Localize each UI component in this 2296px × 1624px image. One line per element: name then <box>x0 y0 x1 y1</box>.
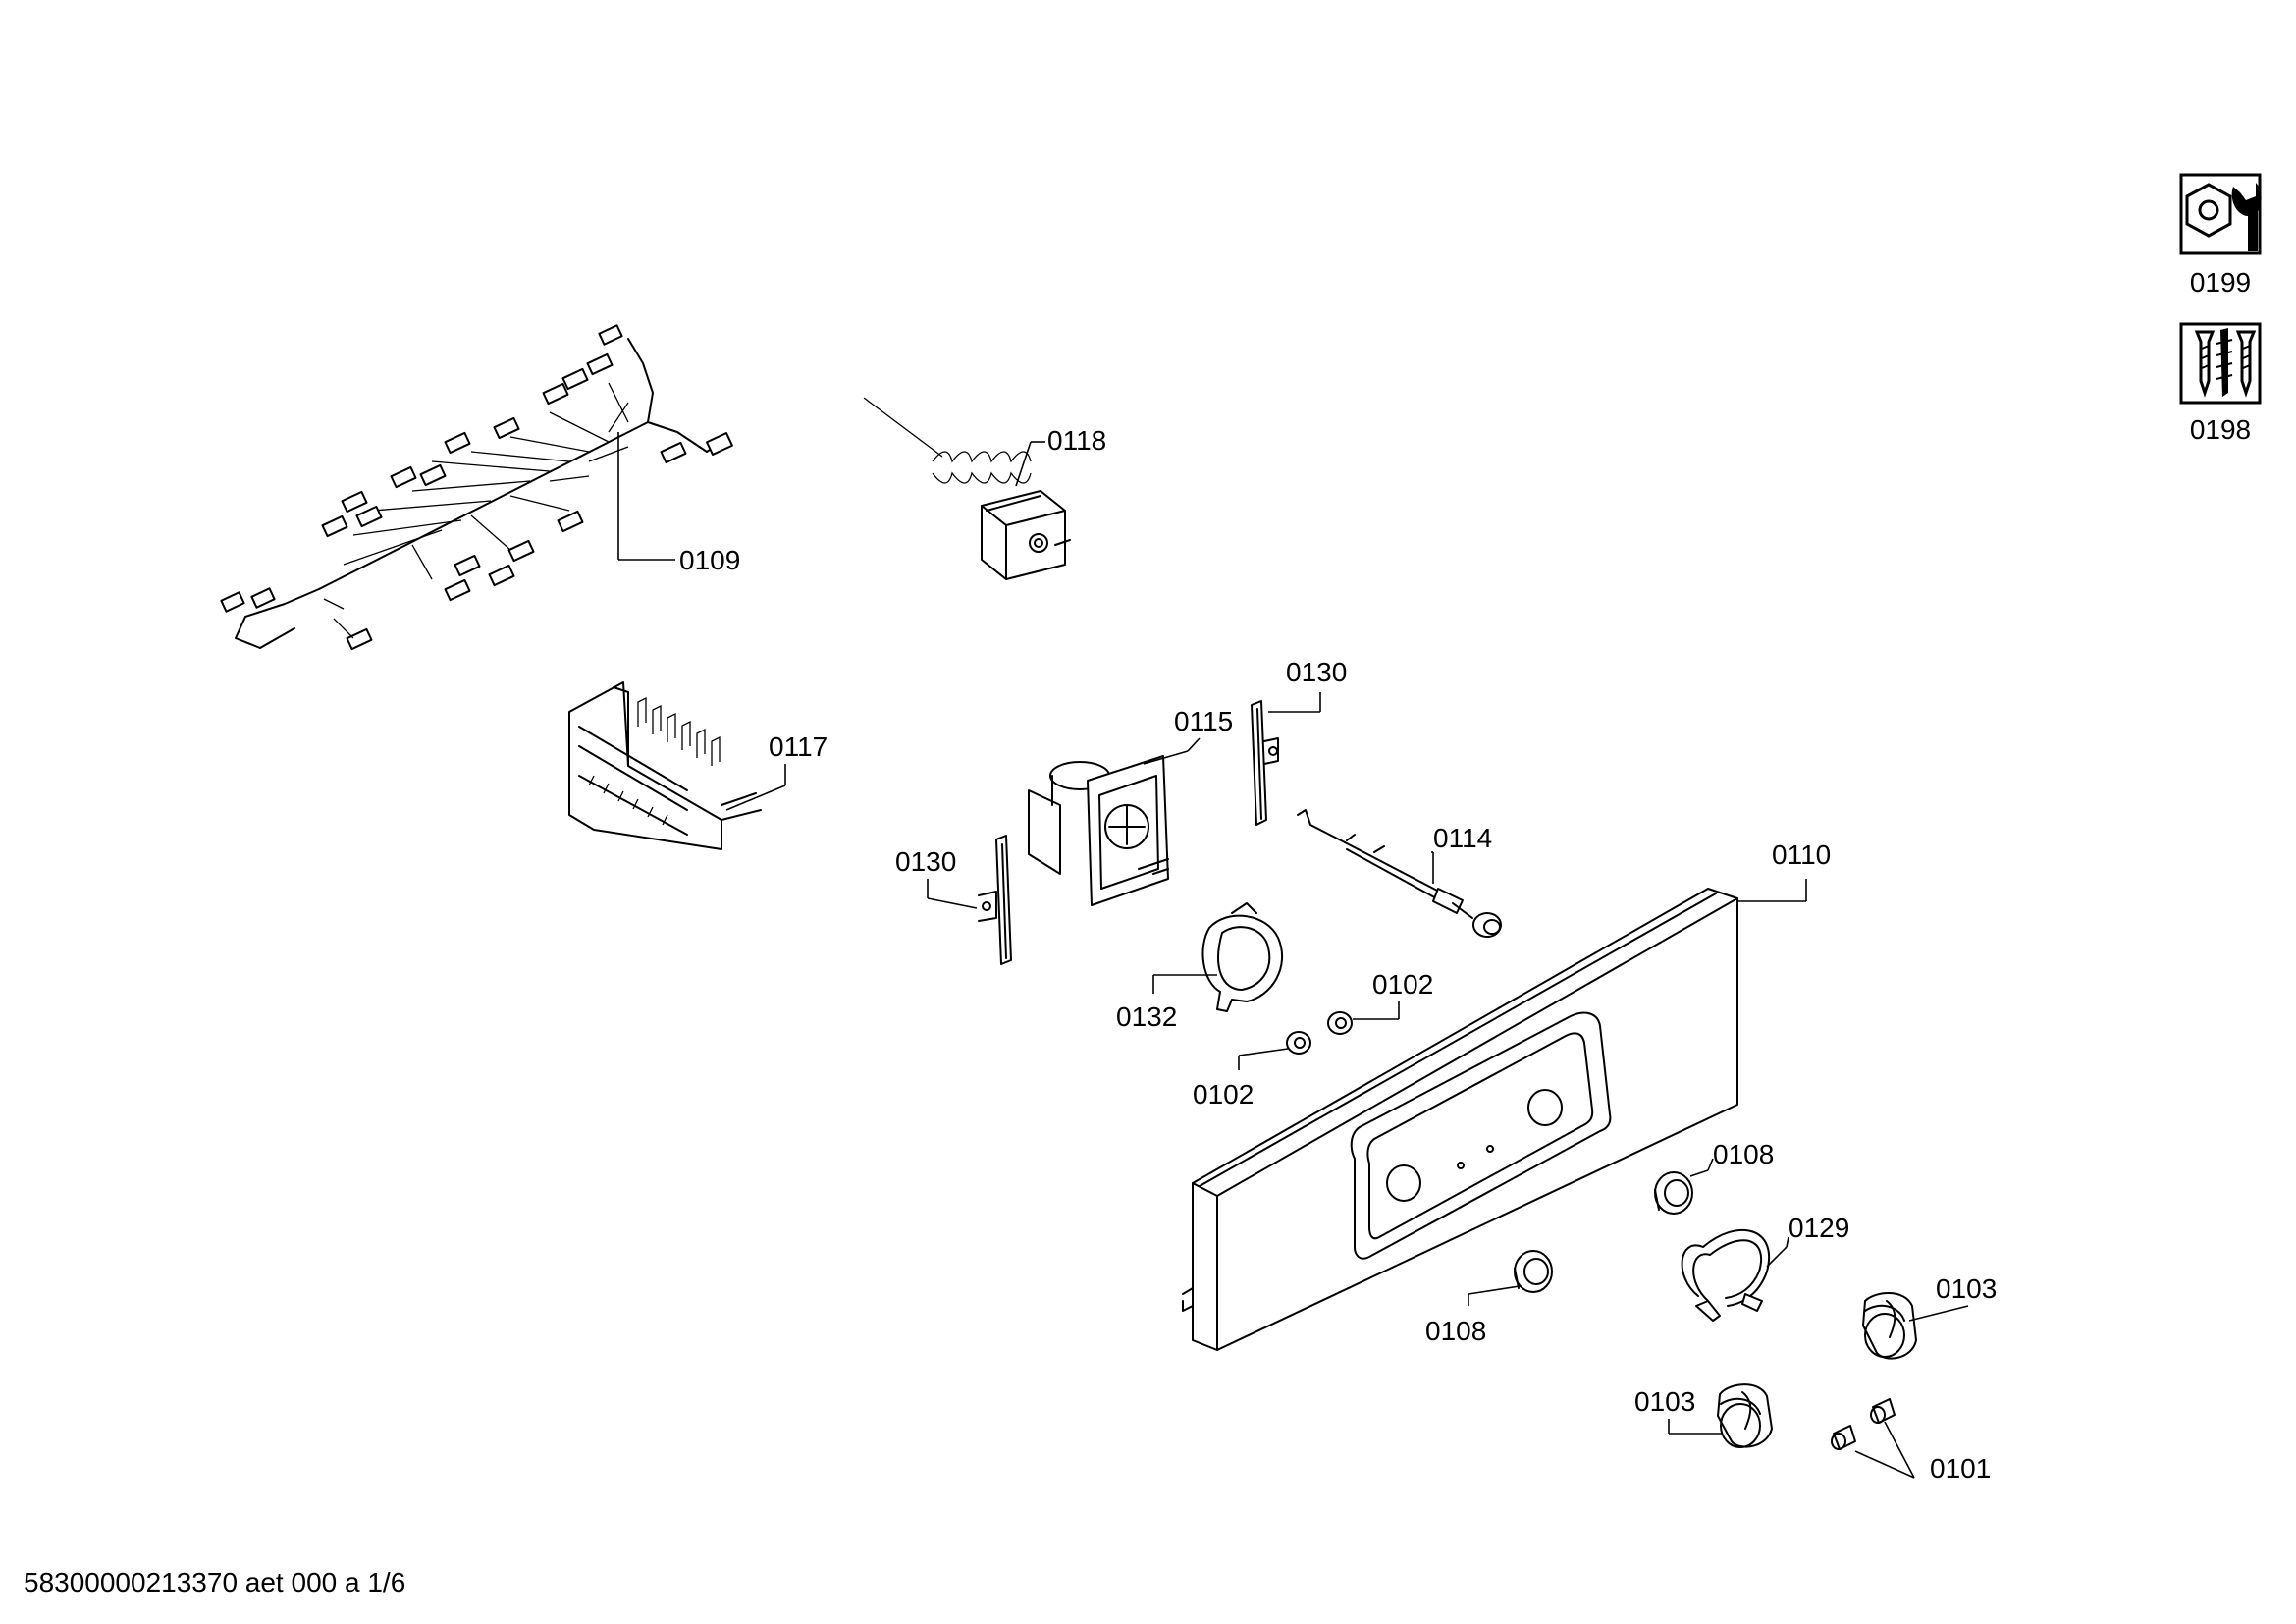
part-number-0114: 0114 <box>1433 823 1492 853</box>
leader-line-0130-lower <box>927 897 978 909</box>
leader-line-0115 <box>1187 737 1201 752</box>
part-number-0117: 0117 <box>769 731 828 762</box>
part-number-0130-upper: 0130 <box>1286 657 1347 687</box>
part-number-0108-lower: 0108 <box>1425 1316 1486 1346</box>
mounting-bracket-upper-part <box>1251 700 1279 826</box>
mounting-bracket-lower-part <box>978 835 1012 965</box>
part-number-0115: 0115 <box>1174 706 1233 736</box>
part-number-0103-right: 0103 <box>1936 1273 1997 1304</box>
part-number-0102-a: 0102 <box>1193 1079 1254 1110</box>
part-number-0102-b: 0102 <box>1372 969 1433 1000</box>
leader-line-0129 <box>1766 1246 1788 1268</box>
leader-line-0117 <box>725 785 786 811</box>
washer-part-b <box>1327 1011 1353 1035</box>
part-number-0129: 0129 <box>1789 1213 1849 1243</box>
service-kit-label: 0199 <box>2189 267 2252 298</box>
spindle-sleeve-part <box>1831 1398 1896 1450</box>
leader-line-0108-upper <box>1689 1169 1709 1177</box>
part-number-0110: 0110 <box>1772 839 1831 870</box>
screw-kit-label: 0198 <box>2189 414 2252 445</box>
part-number-0130-lower: 0130 <box>895 846 956 877</box>
leader-line-0115 <box>1143 750 1189 765</box>
leader-line-0129 <box>1786 1236 1789 1248</box>
screws-icon <box>2179 322 2262 405</box>
leader-line-0103-right <box>1908 1305 1969 1322</box>
leader-line-0108-lower <box>1468 1285 1521 1295</box>
part-number-0109: 0109 <box>679 545 740 575</box>
knob-bushing-part-lower <box>1514 1250 1553 1293</box>
leader-line-0102-a <box>1238 1048 1289 1056</box>
document-id: 58300000213370 aet 000 a 1/6 <box>24 1567 406 1597</box>
leader-line-0118 <box>1015 441 1032 487</box>
leader-line-0101 <box>1884 1421 1915 1479</box>
control-knob-part-left <box>1717 1383 1773 1448</box>
washer-part-a <box>1286 1031 1311 1055</box>
nut-wrench-icon <box>2179 173 2262 255</box>
leader-line-0101 <box>1854 1450 1915 1479</box>
ring-bracket-part <box>1201 902 1284 1012</box>
timer-bracket-part <box>1028 755 1169 906</box>
indicator-lamp-part <box>1297 809 1502 938</box>
control-knob-part-right <box>1862 1292 1917 1360</box>
knob-bushing-part-upper <box>1654 1171 1693 1215</box>
part-number-0108-upper: 0108 <box>1713 1139 1774 1169</box>
control-panel-part <box>1182 888 1738 1351</box>
part-number-0118: 0118 <box>1047 425 1106 456</box>
part-number-0132: 0132 <box>1116 1001 1177 1032</box>
leader-line-0108-upper <box>1707 1158 1714 1171</box>
part-number-0103-left: 0103 <box>1634 1386 1695 1417</box>
clip-ring-part <box>1681 1228 1770 1322</box>
thermostat-part <box>863 397 1071 580</box>
part-number-0101: 0101 <box>1930 1453 1991 1484</box>
wiring-harness-part <box>220 324 733 651</box>
selector-switch-part <box>568 681 762 850</box>
